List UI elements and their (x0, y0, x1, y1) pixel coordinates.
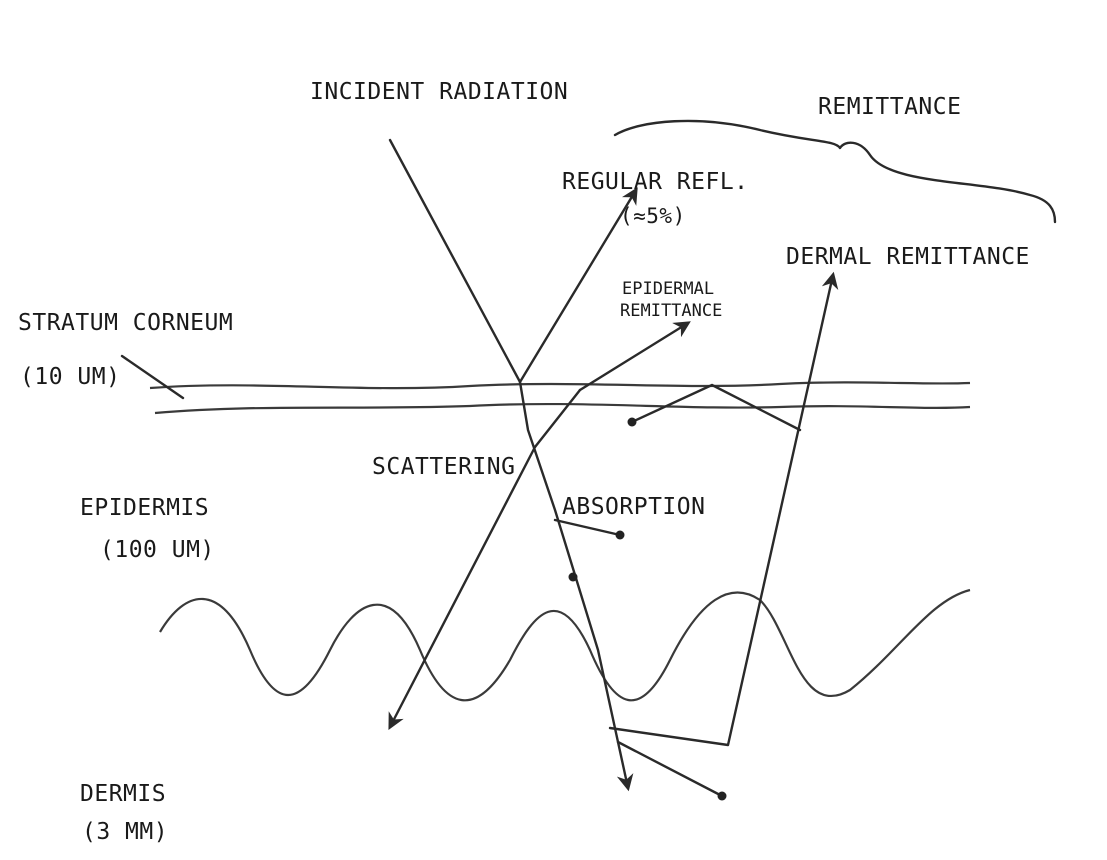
remittance-brace (613, 119, 1057, 224)
stratum-corneum-lower-line (154, 402, 971, 415)
stratum-corneum-thickness: (10 UM) (20, 364, 121, 390)
remittance-label: REMITTANCE (818, 94, 962, 120)
stratum-corneum-label: STRATUM CORNEUM (18, 310, 234, 336)
absorption-point-2 (568, 572, 578, 582)
stratum-corneum-pointer (120, 354, 185, 400)
stratum-absorption-point (627, 417, 637, 427)
scattering-label: SCATTERING (372, 454, 516, 480)
dermis-thickness: (3 MM) (82, 819, 169, 845)
stratum-scatter-path (630, 383, 802, 432)
epidermis-label: EPIDERMIS (80, 495, 210, 521)
epidermal-remittance-ray (578, 321, 691, 392)
epidermal-remittance-label-line1: EPIDERMAL (622, 279, 715, 299)
absorption-point (615, 530, 625, 540)
incident-radiation-label: INCIDENT RADIATION (310, 79, 569, 105)
absorption-pointer (553, 518, 622, 537)
epidermal-remittance-label-line2: REMITTANCE (620, 301, 723, 321)
dermal-epidermal-junction-wave (159, 588, 971, 702)
dermis-label: DERMIS (80, 781, 167, 807)
absorption-label: ABSORPTION (562, 494, 706, 520)
epidermis-thickness: (100 UM) (100, 537, 215, 563)
dermal-absorption-path (616, 740, 724, 798)
regular-reflection-ray (518, 187, 638, 384)
regular-reflection-label: REGULAR REFL. (562, 169, 749, 195)
scattering-connector (533, 388, 582, 449)
dermal-absorption-point (717, 791, 727, 801)
dermal-remittance-label: DERMAL REMITTANCE (786, 244, 1030, 270)
regular-reflection-percent: (≈5%) (620, 204, 686, 228)
dermal-remittance-ray (608, 271, 839, 747)
stratum-corneum-upper-line (149, 381, 971, 390)
scattering-ray (388, 445, 537, 730)
